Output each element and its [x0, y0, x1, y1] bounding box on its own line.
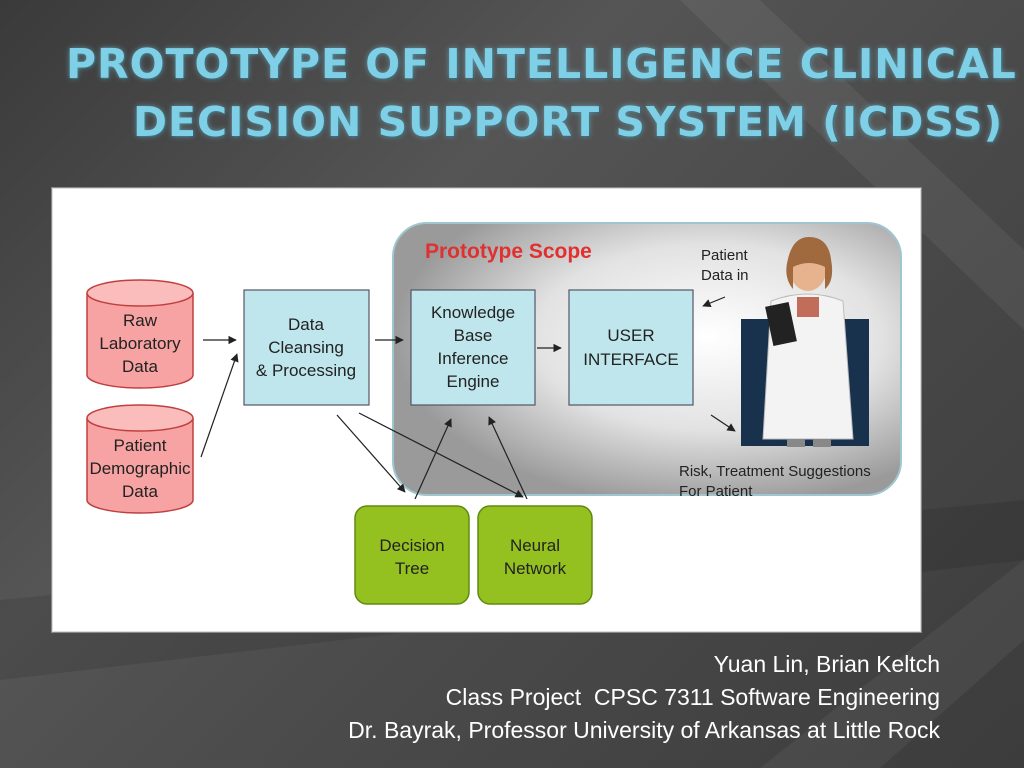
neural-network-text-1: Neural [510, 536, 560, 555]
decision-tree-text-2: Tree [395, 559, 429, 578]
neural-network-box: Neural Network [477, 505, 593, 605]
cleansing-text-3: & Processing [256, 361, 356, 380]
raw-laboratory-data-cylinder: Raw Laboratory Data [86, 279, 194, 389]
patient-demographic-data-cylinder: Patient Demographic Data [86, 404, 194, 514]
arrow-risk-out [710, 414, 736, 432]
raw-lab-text-2: Laboratory [99, 334, 181, 353]
neural-network-text-2: Network [504, 559, 567, 578]
title-line-2: DECISION SUPPORT SYSTEM (ICDSS) [133, 98, 1004, 146]
raw-lab-text-1: Raw [123, 311, 158, 330]
arrow-cleansing-to-decision [336, 414, 406, 493]
knowledge-text-2: Base [454, 326, 493, 345]
architecture-diagram: Prototype Scope Raw Laboratory Data Pati… [86, 222, 902, 605]
risk-text-1: Risk, Treatment Suggestions [679, 463, 871, 480]
knowledge-text-4: Engine [447, 372, 500, 391]
data-cleansing-box: Data Cleansing & Processing [243, 289, 370, 406]
patient-demo-text-2: Demographic [89, 459, 191, 478]
ui-text-2: INTERFACE [583, 350, 678, 369]
patient-data-in-text-1: Patient [701, 247, 749, 264]
knowledge-text-1: Knowledge [431, 303, 515, 322]
arrow-patient-to-cleansing [200, 353, 239, 458]
knowledge-text-3: Inference [438, 349, 509, 368]
credits-line-2: Class Project CPSC 7311 Software Enginee… [445, 684, 940, 710]
patient-data-in-text-2: Data in [701, 267, 749, 284]
arrow-cleansing-to-neural [358, 412, 524, 498]
ui-text-1: USER [607, 326, 654, 345]
arrow-decision-to-knowledge [414, 418, 452, 500]
knowledge-base-box: Knowledge Base Inference Engine [410, 289, 536, 406]
raw-lab-text-3: Data [122, 357, 158, 376]
arrow-neural-to-knowledge [488, 416, 528, 500]
decision-tree-text-1: Decision [379, 536, 444, 555]
credits-line-3: Dr. Bayrak, Professor University of Arka… [348, 717, 940, 743]
credits: Yuan Lin, Brian Keltch Class Project CPS… [348, 648, 940, 747]
risk-text-2: For Patient [679, 483, 753, 500]
doctor-illustration [741, 237, 869, 447]
patient-demo-text-1: Patient [114, 436, 167, 455]
flow-arrows [200, 296, 736, 500]
diagram-panel: Prototype Scope Raw Laboratory Data Pati… [52, 188, 921, 632]
cleansing-text-1: Data [288, 315, 324, 334]
user-interface-box: USER INTERFACE [568, 289, 694, 406]
title-line-1: PROTOTYPE OF INTELLIGENCE CLINICAL [66, 40, 1017, 88]
prototype-scope-label: Prototype Scope [425, 240, 592, 263]
patient-demo-text-3: Data [122, 482, 158, 501]
decision-tree-box: Decision Tree [354, 505, 470, 605]
credits-line-1: Yuan Lin, Brian Keltch [713, 651, 940, 677]
cleansing-text-2: Cleansing [268, 338, 344, 357]
arrow-patient-in [702, 296, 726, 308]
